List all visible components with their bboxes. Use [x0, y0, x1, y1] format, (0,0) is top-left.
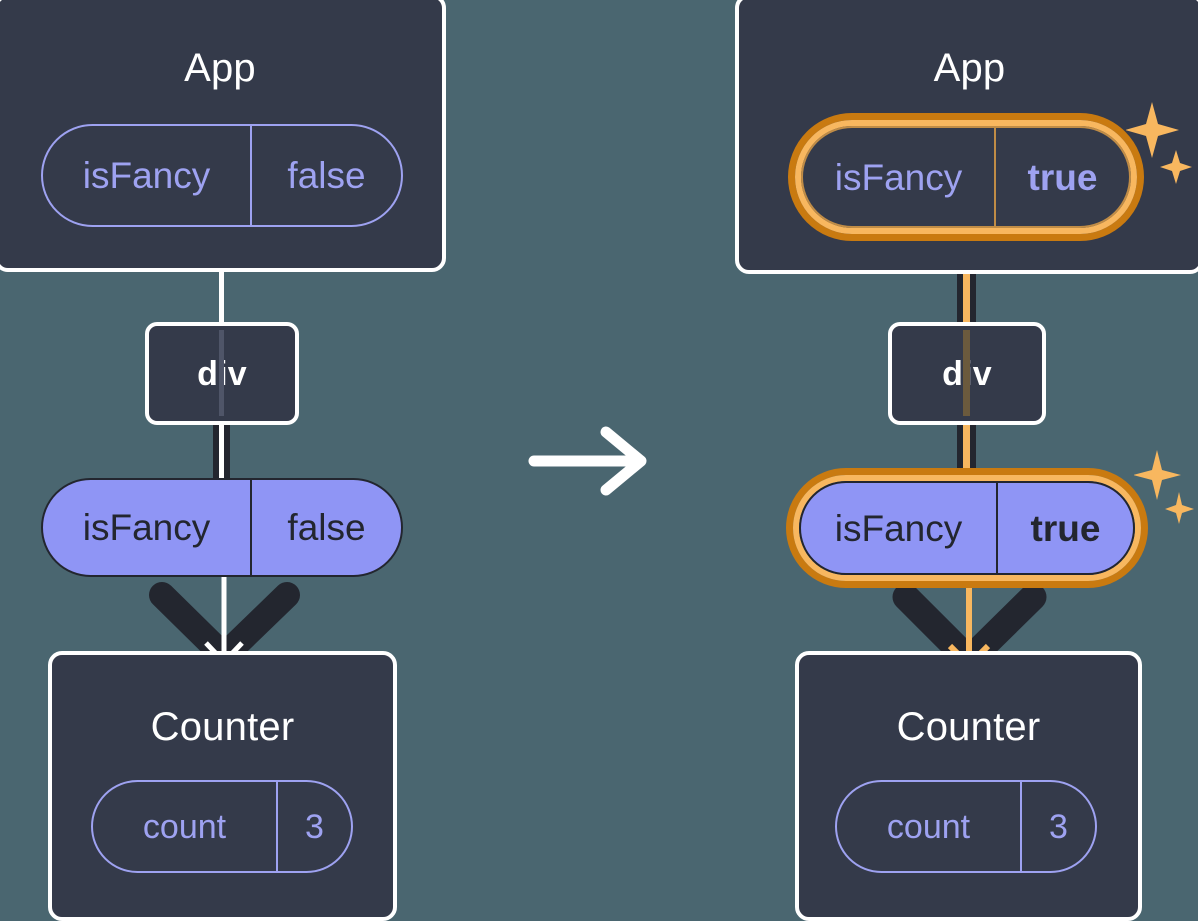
after-counter-state-pill[interactable]: count 3	[835, 780, 1097, 873]
before-counter-state-pill[interactable]: count 3	[91, 780, 353, 873]
before-connector-div-to-prop-left	[213, 420, 219, 482]
after-app-sparkle-icon	[1126, 102, 1192, 184]
after-counter-state-key: count	[886, 807, 971, 846]
after-app-state-value: true	[994, 128, 1129, 226]
after-counter-state-value: 3	[1020, 782, 1095, 871]
before-counter-state-value: 3	[276, 782, 351, 871]
before-prop-value: false	[250, 480, 401, 575]
before-app-state-pill[interactable]: isFancy false	[41, 124, 403, 227]
before-counter-state-key: count	[142, 807, 227, 846]
after-counter-title: Counter	[896, 705, 1041, 749]
before-connector-app-to-div	[219, 265, 224, 325]
after-connector-div-to-prop-core	[963, 420, 970, 482]
before-prop-pill[interactable]: isFancy false	[41, 478, 403, 577]
after-app-state-key: isFancy	[834, 156, 963, 198]
after-prop-key: isFancy	[834, 507, 963, 549]
transition-arrow-icon	[528, 426, 647, 496]
after-connector-app-to-div-core	[963, 230, 970, 326]
before-counter-title: Counter	[150, 705, 295, 749]
after-prop-pill[interactable]: isFancy true	[799, 481, 1135, 575]
before-connector-through-div	[219, 330, 224, 416]
after-prop-value: true	[996, 483, 1133, 573]
after-connector-div-to-prop-right	[969, 420, 976, 482]
after-prop-sparkle-icon	[1134, 450, 1194, 524]
after-connector-div-to-prop-left	[957, 420, 964, 482]
before-prop-key: isFancy	[82, 507, 211, 548]
before-connector-div-to-prop-core	[219, 420, 224, 482]
after-app-state-pill[interactable]: isFancy true	[801, 126, 1131, 228]
after-connector-app-to-div-left	[957, 230, 964, 326]
after-app-title: App	[933, 46, 1006, 90]
before-connector-div-to-prop-right	[224, 420, 230, 482]
before-app-title: App	[184, 46, 256, 90]
after-connector-app-to-div-right	[969, 230, 976, 326]
after-connector-through-div	[963, 330, 970, 416]
before-app-state-key: isFancy	[82, 155, 211, 196]
before-app-state-value: false	[250, 126, 401, 225]
